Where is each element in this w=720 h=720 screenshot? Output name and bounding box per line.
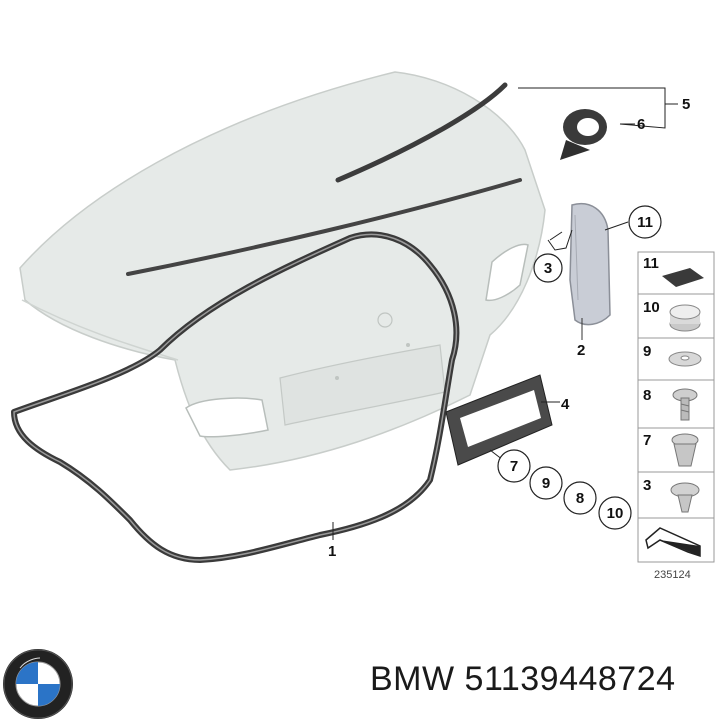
brand-name: BMW: [370, 660, 455, 698]
legend-label-8: 8: [643, 387, 651, 404]
legend-label-9: 9: [643, 343, 651, 360]
rivet-icon: [670, 482, 700, 513]
svg-text:9: 9: [542, 475, 550, 492]
callout-2: 2: [577, 342, 585, 359]
side-trim-panel: [569, 203, 611, 340]
svg-text:8: 8: [576, 490, 584, 507]
clip-nut-icon: [671, 433, 699, 467]
circled-callout-8: 8: [563, 481, 597, 515]
part-number: 51139448724: [464, 660, 676, 698]
direction-arrow-icon: [645, 527, 701, 558]
legend-label-10: 10: [643, 299, 660, 316]
tape-roll: [560, 109, 607, 160]
legend-label-11: 11: [643, 255, 659, 272]
callout-5: 5: [682, 96, 690, 113]
legend-label-7: 7: [643, 432, 651, 449]
screw-icon: [672, 388, 698, 421]
circled-callout-7: 7: [497, 449, 531, 483]
circled-callout-11: 11: [628, 205, 662, 239]
trunk-edge-strip: [126, 178, 522, 276]
hardware-legend: 11 10 9 8 7 3: [637, 251, 715, 563]
license-bracket: [445, 374, 553, 466]
callout-4: 4: [561, 396, 570, 413]
svg-text:10: 10: [607, 505, 624, 522]
foam-pad-icon: [662, 268, 704, 287]
washer-icon: [668, 351, 702, 367]
svg-text:11: 11: [637, 214, 653, 231]
svg-text:3: 3: [544, 260, 552, 277]
diagram-id: 235124: [654, 569, 691, 581]
leader-lines: [332, 87, 678, 540]
part-caption: BMW 51139448724: [370, 660, 715, 699]
circled-callout-3: 3: [533, 253, 563, 283]
circled-callout-10: 10: [598, 496, 632, 530]
callout-1: 1: [328, 543, 336, 560]
spoiler-strip: [335, 82, 508, 183]
bmw-logo-icon: [3, 649, 73, 719]
cap-icon: [669, 304, 701, 332]
legend-label-3: 3: [643, 477, 651, 494]
circled-callout-9: 9: [529, 466, 563, 500]
svg-text:7: 7: [510, 458, 518, 475]
callout-6: 6: [637, 116, 645, 133]
